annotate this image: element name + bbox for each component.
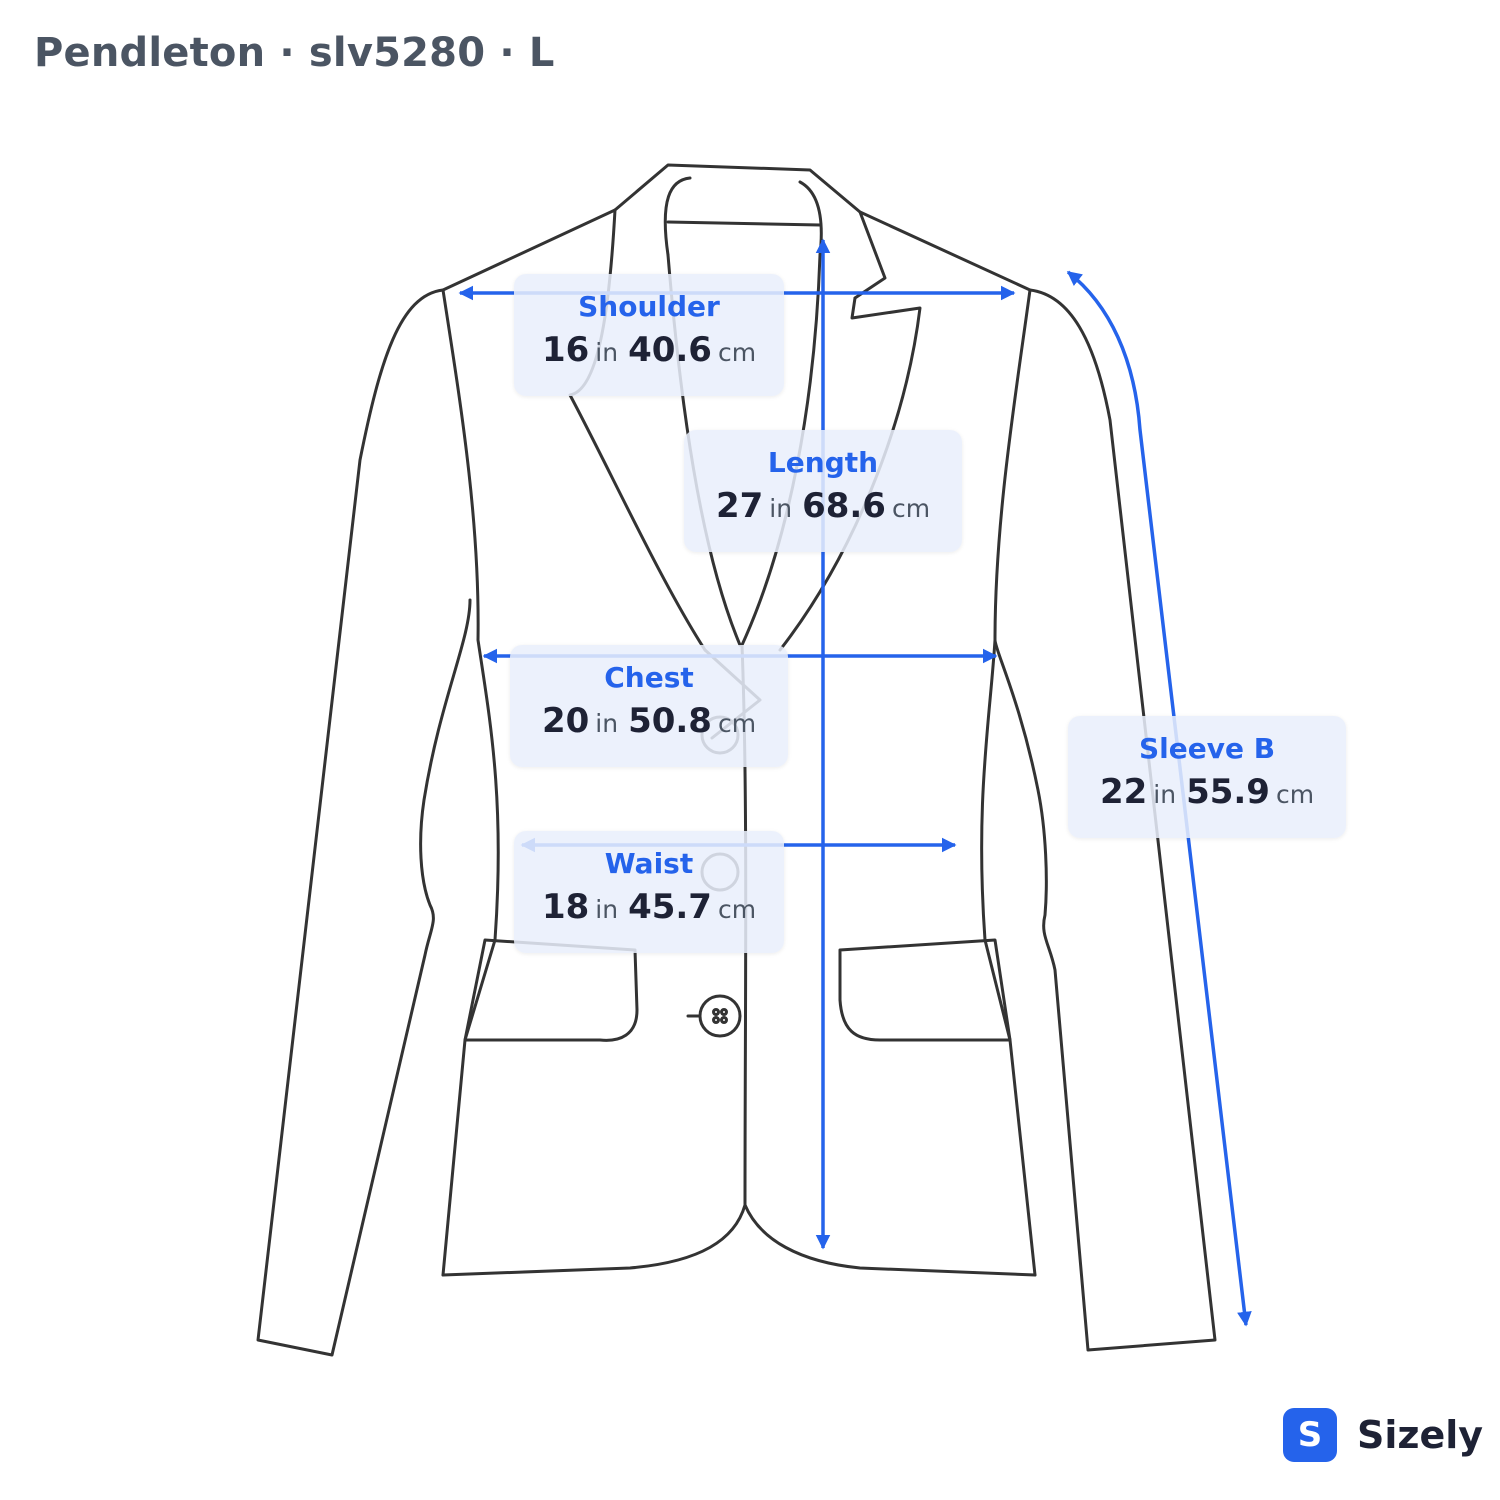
inches-unit: in	[769, 494, 793, 523]
body-left-side	[441, 288, 500, 1277]
cm-unit: cm	[891, 494, 931, 523]
inches-value: 20	[541, 701, 590, 741]
button	[698, 994, 742, 1038]
measurement-name: Sleeve B	[1138, 732, 1276, 765]
sleeve-arrow	[1066, 270, 1252, 1327]
cm-unit: cm	[717, 709, 757, 738]
inches-value: 18	[541, 887, 590, 927]
collar-inner-right	[798, 180, 823, 257]
collar-inner	[663, 176, 692, 257]
right-pocket-flap	[838, 938, 1012, 1042]
left-shoulder-seam	[441, 208, 617, 292]
page-title: Pendleton · slv5280 · L	[34, 30, 555, 76]
measurement-name: Shoulder	[578, 290, 720, 323]
left-sleeve	[256, 288, 472, 1357]
hem	[441, 1203, 1037, 1277]
cm-value: 40.6	[628, 330, 712, 370]
right-shoulder-seam	[858, 210, 1032, 292]
collar-back	[613, 163, 887, 300]
inches-unit: in	[1153, 780, 1177, 809]
left-pocket-flap	[463, 938, 639, 1042]
cm-value: 50.8	[628, 701, 712, 741]
inches-unit: in	[595, 709, 619, 738]
cm-value: 55.9	[1186, 772, 1270, 812]
inches-value: 27	[715, 486, 764, 526]
body-right-side	[980, 288, 1037, 1277]
cm-unit: cm	[717, 895, 757, 924]
brand-watermark: S Sizely	[1283, 1408, 1483, 1462]
measurement-name: Waist	[604, 847, 694, 880]
measurement-name: Length	[767, 446, 879, 479]
brand-name: Sizely	[1357, 1413, 1484, 1457]
brand-logo-icon: S	[1283, 1408, 1337, 1462]
inches-unit: in	[595, 338, 619, 367]
measurement-name: Chest	[604, 661, 694, 694]
inches-value: 16	[541, 330, 590, 370]
inches-value: 22	[1099, 772, 1148, 812]
inches-unit: in	[595, 895, 619, 924]
cm-value: 45.7	[628, 887, 712, 927]
cm-unit: cm	[717, 338, 757, 367]
cm-value: 68.6	[802, 486, 886, 526]
cm-unit: cm	[1275, 780, 1315, 809]
